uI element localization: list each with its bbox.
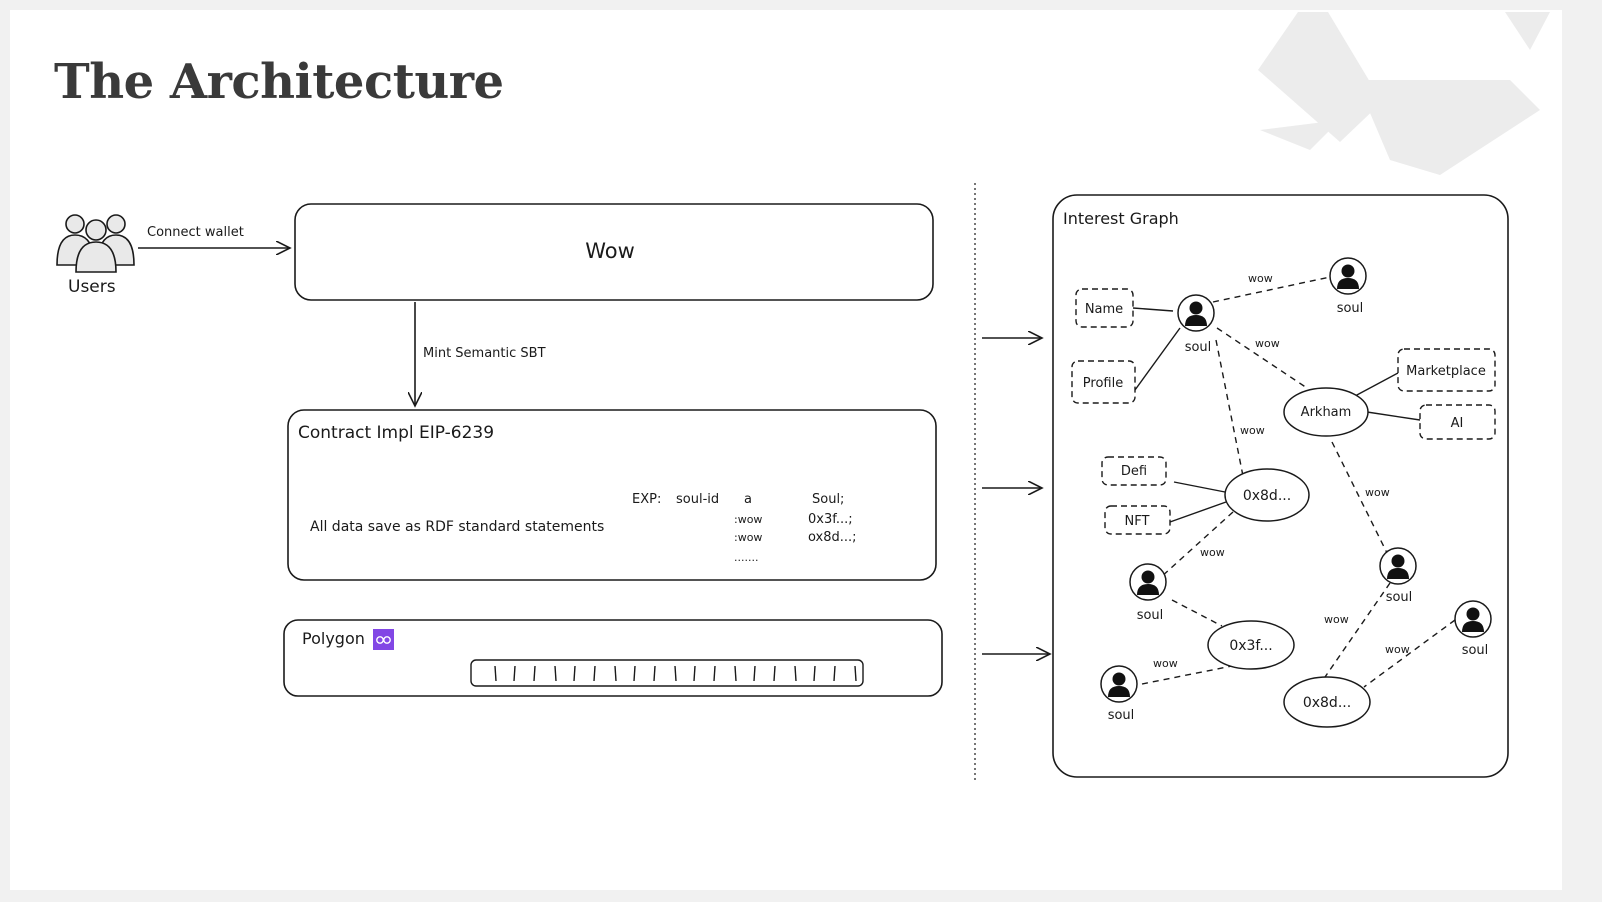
soul-labels: soul soul soul soul soul soul [1108, 301, 1489, 723]
chain-block-tick [734, 665, 737, 682]
users-label: Users [68, 277, 116, 297]
wow-box [294, 203, 934, 301]
chain-block-tick [554, 665, 557, 682]
chain-block-tick [813, 665, 816, 682]
contract-title: Contract Impl EIP-6239 [298, 423, 494, 443]
chain-block-tick [693, 665, 696, 682]
soul-avatar-icon [1379, 547, 1417, 585]
tag-ai: AI [1451, 416, 1464, 431]
mint-label: Mint Semantic SBT [423, 346, 546, 361]
node-label: 0x8d... [1243, 488, 1291, 504]
tag-links [1132, 307, 1421, 523]
exp-rows: soul-id a Soul; :wow 0x3f...; :wow ox8d.… [676, 492, 857, 564]
wow-links [1141, 276, 1456, 688]
chain-block-tick [593, 665, 596, 682]
exp-cell: ....... [734, 551, 758, 564]
chain-block-tick [633, 665, 636, 682]
soul-label: soul [1185, 340, 1212, 355]
exp-cell: a [744, 492, 752, 507]
chain-blocks [494, 665, 857, 682]
polygon-box [283, 619, 943, 697]
connect-wallet-label: Connect wallet [147, 225, 244, 240]
node-label: 0x3f... [1229, 638, 1272, 654]
exp-cell: :wow [734, 513, 762, 526]
soul-label: soul [1462, 643, 1489, 658]
chain-block-tick [614, 665, 617, 682]
soul-avatars [1100, 257, 1492, 703]
exp-cell: :wow [734, 531, 762, 544]
address-nodes [1207, 387, 1371, 728]
soul-avatar-icon [1329, 257, 1367, 295]
exp-cell: 0x3f...; [808, 512, 853, 527]
chain-block-tick [773, 665, 776, 682]
polygon-label: Polygon [302, 629, 365, 648]
chain-block-tick [833, 665, 836, 682]
polygon-logo-icon [373, 629, 394, 650]
chain-block-tick [533, 665, 536, 682]
interest-graph-title: Interest Graph [1063, 209, 1179, 228]
chain-block-tick [753, 665, 756, 682]
soul-avatar-icon [1100, 665, 1138, 703]
wow-box-label: Wow [585, 239, 635, 263]
architecture-diagram: Users Connect wallet Wow Mint Semantic S… [56, 183, 1509, 782]
edge-label: wow [1365, 486, 1390, 499]
contract-statement: All data save as RDF standard statements [310, 519, 604, 535]
edge-label: wow [1248, 272, 1273, 285]
edge-label: wow [1240, 424, 1265, 437]
tag-boxes [1071, 288, 1496, 535]
node-label: 0x8d... [1303, 695, 1351, 711]
exp-cell: ox8d...; [808, 530, 857, 545]
tag-marketplace: Marketplace [1406, 364, 1486, 379]
chain-block-tick [854, 665, 857, 682]
soul-avatar-icon [1129, 563, 1167, 601]
chain-block-tick [573, 665, 576, 682]
edge-label: wow [1153, 657, 1178, 670]
tag-nft: NFT [1125, 514, 1150, 529]
chain-blocks-bar [470, 659, 864, 687]
users-icon [56, 214, 135, 273]
tag-profile: Profile [1083, 376, 1123, 391]
chain-block-tick [794, 665, 797, 682]
watermark-logo-icon [1258, 12, 1550, 175]
node-label: Arkham [1301, 405, 1352, 420]
edge-label: wow [1255, 337, 1280, 350]
edge-label: wow [1324, 613, 1349, 626]
chain-block-tick [653, 665, 656, 682]
tag-name: Name [1085, 302, 1123, 317]
tag-defi: Defi [1121, 464, 1147, 479]
page-title: The Architecture [54, 54, 504, 110]
chain-block-tick [674, 665, 677, 682]
contract-box [287, 409, 937, 581]
interest-graph-box [1052, 194, 1509, 778]
soul-label: soul [1108, 708, 1135, 723]
exp-cell: Soul; [812, 492, 844, 507]
soul-avatar-icon [1177, 294, 1215, 332]
chain-block-tick [513, 665, 516, 682]
slide: The Architecture Users Connect wallet [10, 10, 1562, 890]
wow-labels: wow wow wow wow wow wow wow wow [1153, 272, 1410, 670]
chain-block-tick [713, 665, 716, 682]
address-node-labels: 0x8d... 0x3f... 0x8d... Arkham [1229, 405, 1351, 711]
chain-block-tick [494, 665, 497, 682]
soul-label: soul [1386, 590, 1413, 605]
exp-prefix: EXP: [632, 492, 661, 507]
soul-label: soul [1137, 608, 1164, 623]
edge-label: wow [1200, 546, 1225, 559]
exp-cell: soul-id [676, 492, 719, 507]
tag-labels: Name Profile Marketplace AI Defi NFT [1083, 302, 1486, 529]
soul-avatar-icon [1454, 600, 1492, 638]
soul-label: soul [1337, 301, 1364, 316]
edge-label: wow [1385, 643, 1410, 656]
